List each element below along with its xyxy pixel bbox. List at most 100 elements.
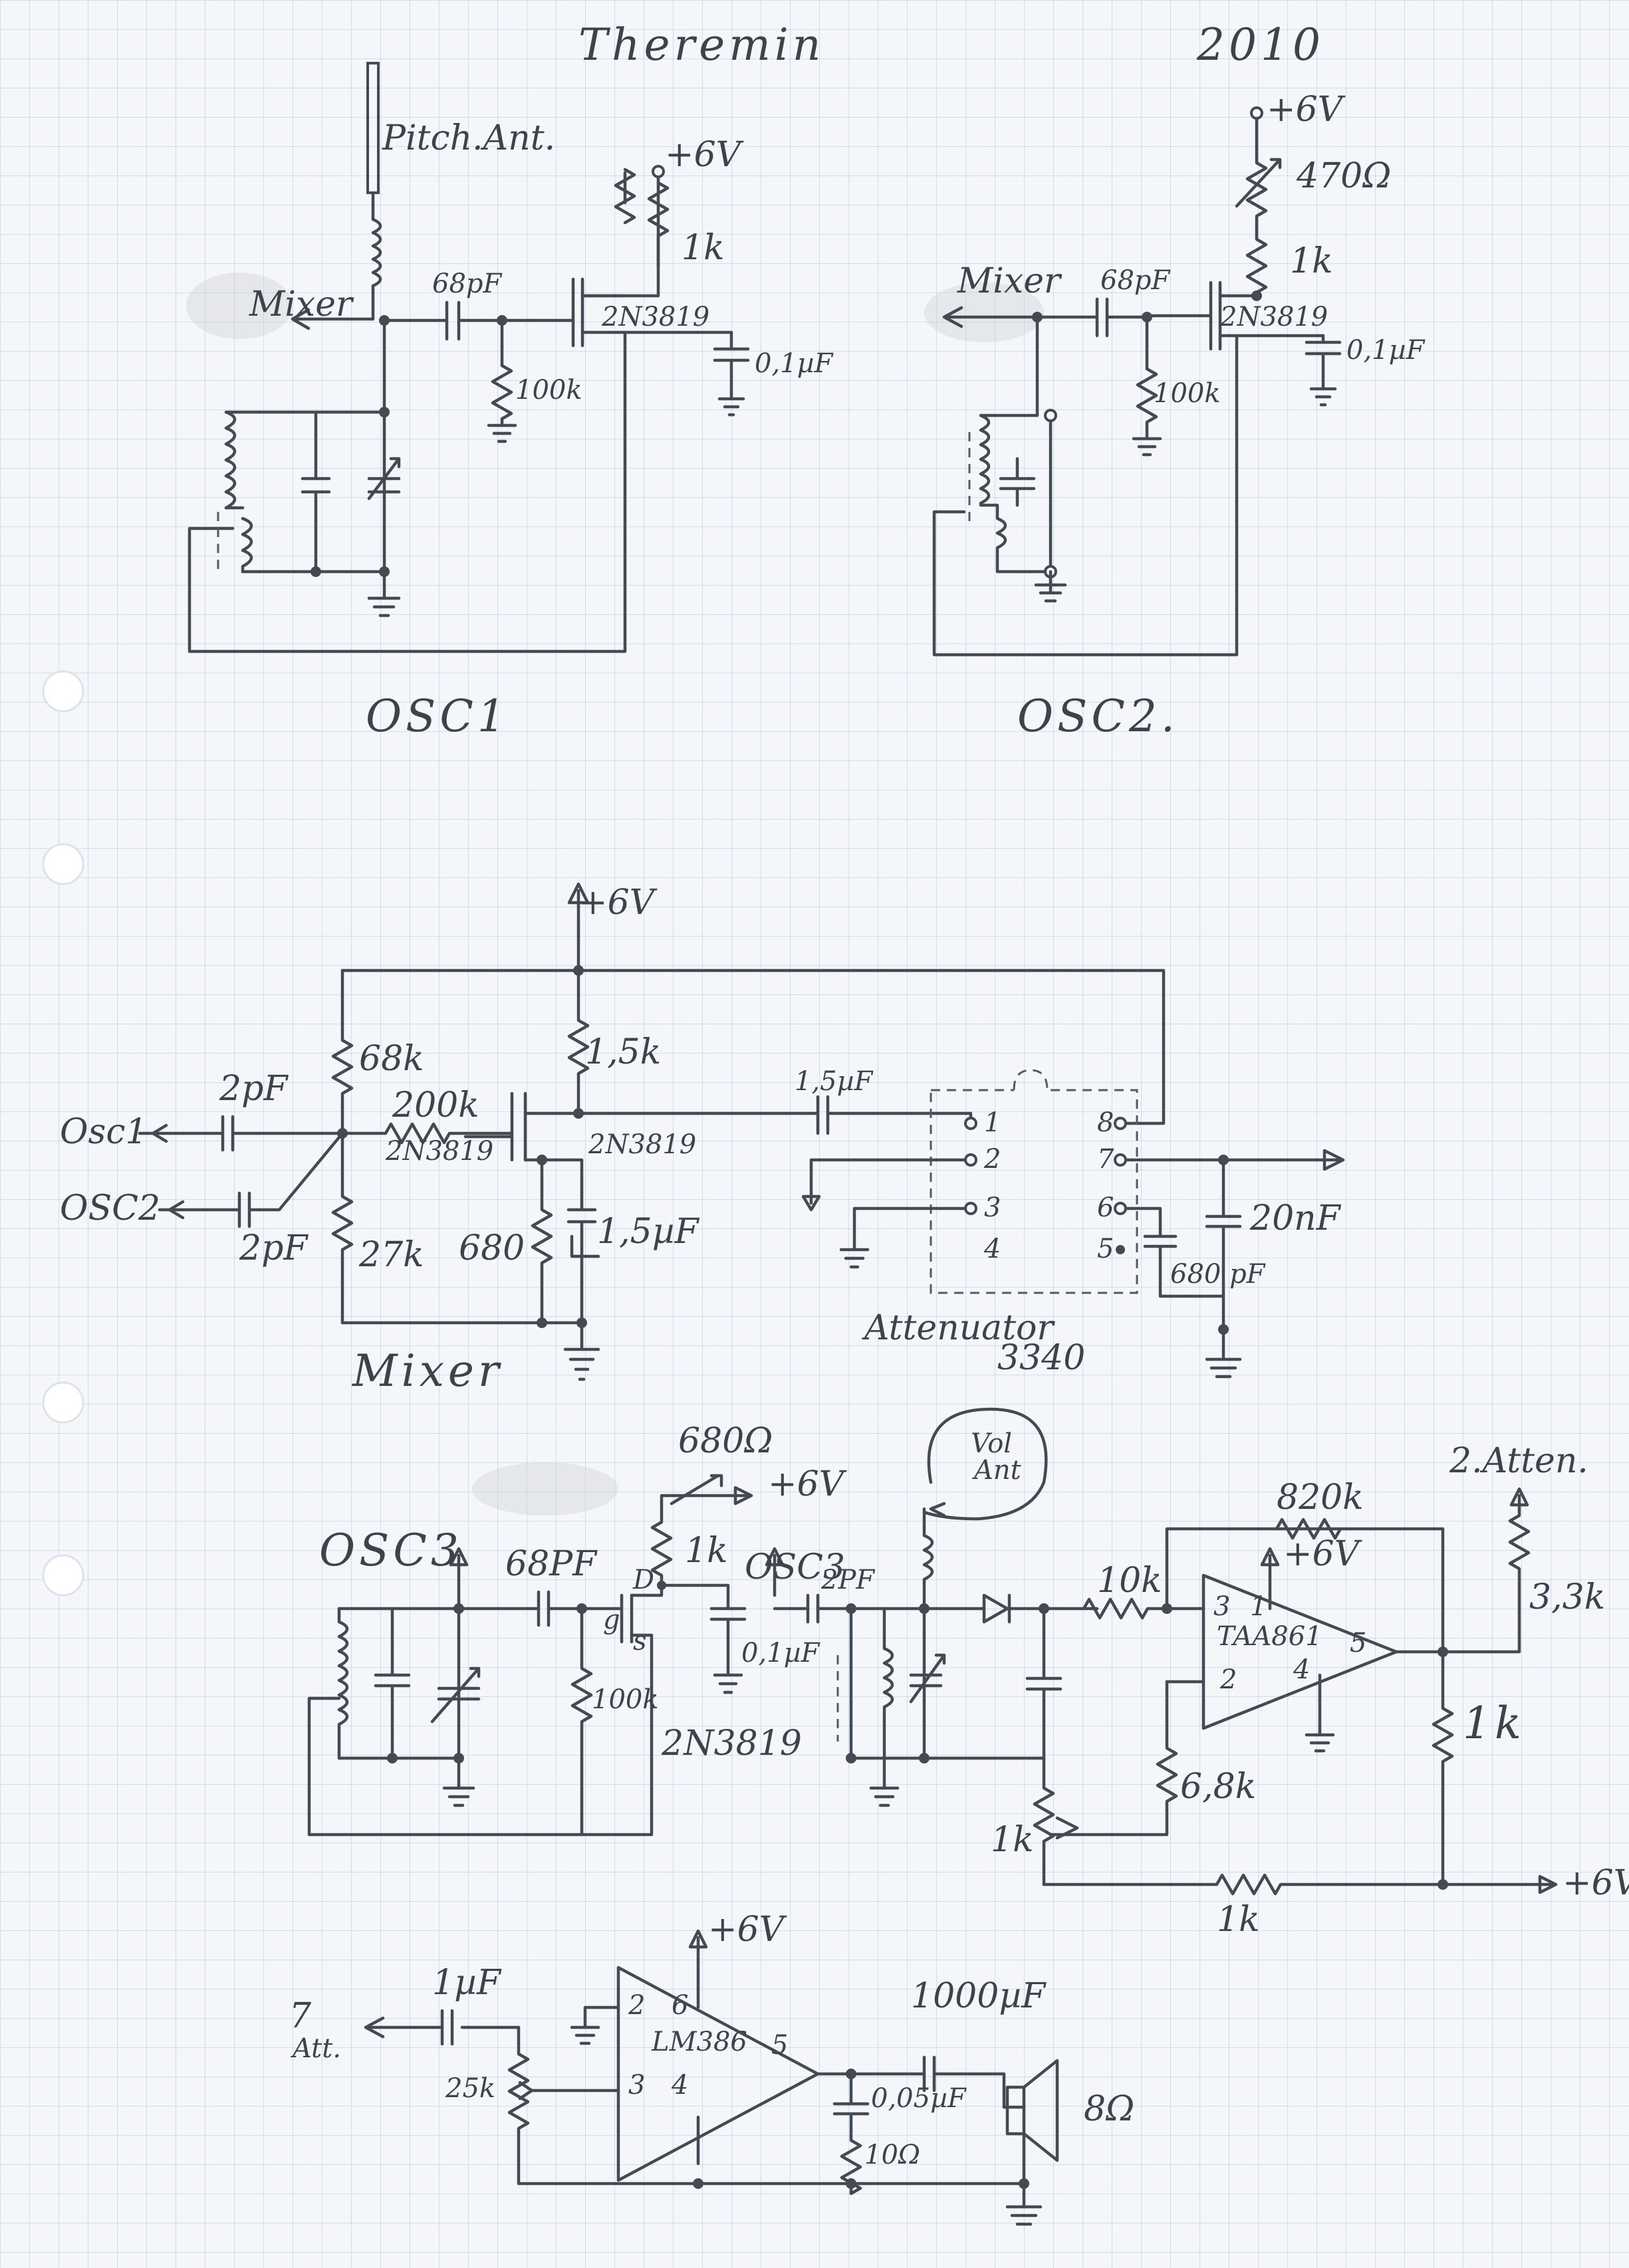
pitch-antenna [366, 62, 380, 194]
page-title: Theremin [578, 19, 824, 70]
osc2-trimmer-label: 470Ω [1296, 156, 1391, 196]
binder-hole [42, 843, 84, 885]
mixer-coupling-label: 1,5µF [795, 1066, 874, 1097]
att-pin-5: 5 [1097, 1234, 1114, 1264]
volume-antenna [922, 1407, 1048, 1521]
taa861-opamp [1201, 1573, 1398, 1730]
osc3-gate-label: g [603, 1605, 620, 1635]
osc3-cap-label: 68PF [505, 1544, 598, 1584]
attenuator-number: 3340 [997, 1338, 1085, 1378]
lm386-pin-3: 3 [628, 2070, 645, 2100]
osc1-mixer-arrow [291, 308, 311, 330]
osc2-supply-label: +6V [1267, 90, 1346, 130]
osc1-100k-resistor [491, 364, 513, 427]
mixer-15k-label: 1,5k [585, 1032, 661, 1072]
page-year: 2010 [1196, 19, 1324, 70]
mixer-fet1-label: 2N3819 [385, 1136, 493, 1167]
audio-amp-circuit [364, 1929, 1059, 2226]
mixer-15uf-label: 1,5µF [597, 1212, 699, 1252]
binder-hole [42, 1381, 84, 1424]
mixer-68k-label: 68k [359, 1039, 424, 1079]
taa861-pin-5: 5 [1350, 1628, 1366, 1658]
pitch-antenna-label: Pitch.Ant. [382, 118, 555, 158]
att-pin-4: 4 [983, 1234, 1001, 1264]
att-pin-6: 6 [1097, 1192, 1114, 1223]
osc3-res-label: 100k [592, 1684, 659, 1715]
vol-ant-label-2: Ant [971, 1455, 1022, 1486]
att-pin-2: 2 [983, 1144, 1001, 1175]
att-20nf-label: 20nF [1249, 1198, 1342, 1238]
osc3-source-label: s [633, 1626, 647, 1656]
vol-33k-label: 3,3k [1529, 1577, 1605, 1617]
vol-opamp-supply-label: +6V [1283, 1534, 1362, 1574]
osc3-drain-label: D [632, 1565, 654, 1595]
lm386-pin-4: 4 [671, 2070, 688, 2100]
taa861-pin-3: 3 [1213, 1591, 1230, 1622]
vol-ant-label-1: Vol [971, 1428, 1012, 1459]
mixer-27k-label: 27k [358, 1235, 424, 1275]
audio-supply-label: +6V [708, 1910, 787, 1950]
audio-25k-label: 25k [445, 2073, 495, 2104]
osc2-title: OSC2. [1017, 691, 1179, 742]
from-att-label: Att. [290, 2033, 341, 2064]
mixer-circuit [138, 882, 1166, 1381]
to-atten-label: 2.Atten. [1449, 1441, 1588, 1481]
vol-820k-label: 820k [1277, 1478, 1364, 1518]
osc1-cap-label: 68pF [432, 269, 503, 299]
binder-holes [42, 670, 84, 1597]
vol-10k-label: 10k [1097, 1561, 1162, 1601]
osc2-1k-label: 1k [1290, 241, 1333, 281]
osc1-1k-label: 1k [682, 228, 725, 268]
volume-circuit [765, 1407, 1558, 1896]
attenuator-pins-right: 8 7 6 5 [1097, 1107, 1114, 1264]
osc1-circuit [188, 62, 750, 653]
osc2-input-label: OSC2 [60, 1189, 160, 1228]
lm386-pin-2: 2 [628, 1990, 645, 2021]
osc3-supply-label: +6V [768, 1464, 847, 1504]
audio-005uf-label: 0,05µF [871, 2083, 967, 2114]
osc1-input-label: Osc1 [60, 1112, 148, 1152]
attenuator-pins-left: 1 2 3 4 [983, 1107, 1001, 1264]
osc3-ref-label: OSC3 [745, 1547, 845, 1587]
binder-hole [42, 670, 84, 713]
audio-1000uf-label: 1000µF [911, 1976, 1047, 2016]
osc1-supply-label: +6V [665, 135, 744, 175]
taa861-pin-4: 4 [1293, 1654, 1310, 1685]
osc1-1k-resistor [647, 181, 670, 268]
vol-68k-label: 6,8k [1180, 1767, 1256, 1807]
osc3-circuit [307, 1474, 753, 1837]
osc2-fet-label: 2N3819 [1219, 302, 1328, 332]
osc3-title: OSC3 [319, 1525, 463, 1576]
binder-hole [42, 1554, 84, 1597]
lm386-pin-6: 6 [672, 1990, 688, 2021]
osc2-res-label: 100k [1154, 378, 1221, 409]
mixer-title: Mixer [352, 1345, 503, 1397]
osc3-1k-label: 1k [685, 1531, 728, 1571]
osc2-decouple-label: 0,1µF [1346, 335, 1426, 366]
mixer-680-label: 680 [459, 1228, 525, 1268]
vol-1k-right-label: 1k [1463, 1698, 1525, 1749]
att-pin-8: 8 [1097, 1107, 1114, 1138]
osc3-trimmer-label: 680Ω [678, 1421, 773, 1461]
mixer-cap2-label: 2pF [239, 1228, 309, 1268]
from-att-num: 7 [289, 1996, 312, 2036]
audio-1uf-label: 1µF [432, 1963, 502, 2003]
att-pin-1: 1 [984, 1107, 1001, 1138]
osc1-decouple-label: 0,1µF [755, 348, 834, 379]
osc1-res-label: 100k [515, 375, 582, 405]
osc1-fet-label: 2N3819 [601, 302, 709, 332]
pencil-smudge [924, 283, 1044, 342]
osc2-trimmer-resistor [1245, 116, 1268, 228]
att-680pf-label: 680 pF [1170, 1259, 1266, 1290]
mixer-supply-label: +6V [578, 883, 658, 923]
taa861-pin-2: 2 [1219, 1664, 1237, 1695]
vol-supply-out-label: +6V [1563, 1863, 1629, 1903]
lm386-amp [616, 1966, 820, 2182]
lm386-label: LM386 [651, 2027, 747, 2057]
pencil-smudge [186, 273, 293, 339]
osc1-antenna-coil [371, 217, 382, 288]
osc1-title: OSC1 [366, 691, 509, 742]
osc3-decouple-label: 0,1µF [741, 1638, 820, 1668]
attenuator-circuit [801, 1069, 1345, 1379]
